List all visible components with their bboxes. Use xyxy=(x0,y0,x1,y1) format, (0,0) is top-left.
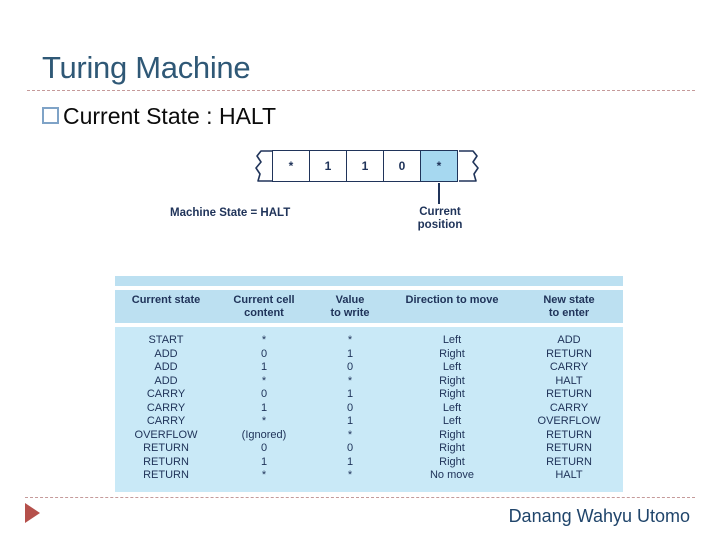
table-cell: * xyxy=(347,428,353,441)
title-divider xyxy=(27,90,695,91)
table-cell: HALT xyxy=(555,374,583,387)
table-cell: * xyxy=(261,334,267,346)
table-cell: Right xyxy=(439,374,465,387)
table-cell: Left xyxy=(442,401,462,414)
table-cell: 1 xyxy=(346,455,354,468)
bullet-item: Current State : HALT xyxy=(42,103,276,129)
table-cell: ADD xyxy=(154,347,178,360)
tape-right-torn-edge-icon xyxy=(459,150,479,182)
table-cell: ADD xyxy=(557,334,581,346)
table-cell: * xyxy=(261,469,267,481)
table-cell: * xyxy=(261,415,267,427)
footer-divider xyxy=(25,497,695,498)
table-cell: 0 xyxy=(260,442,268,454)
table-cell: ADD xyxy=(154,374,178,387)
column-header: New state to enter xyxy=(543,294,595,319)
table-cell: * xyxy=(347,469,353,481)
column-header: Current cell content xyxy=(233,294,295,319)
column-header: Current state xyxy=(131,294,201,306)
tape-cell: * xyxy=(420,151,457,181)
play-triangle-icon xyxy=(25,503,40,523)
table-header-row: Current state Current cell content Value t… xyxy=(115,290,623,323)
bullet-square-icon xyxy=(42,107,59,124)
tape-cell: 1 xyxy=(309,151,346,181)
table-cell: CARRY xyxy=(549,361,589,373)
column-header: Value to write xyxy=(330,294,370,319)
table-cell: Right xyxy=(439,428,465,441)
table-cell: RETURN xyxy=(546,442,592,454)
current-position-label: Current position xyxy=(417,206,463,231)
machine-state-label: Machine State = HALT xyxy=(170,207,291,219)
tape-cell: * xyxy=(288,159,294,173)
table-cell: 0 xyxy=(346,401,354,414)
table-cell: RETURN xyxy=(546,428,592,441)
table-cell: Right xyxy=(439,347,465,360)
table-cell: RETURN xyxy=(143,442,189,454)
table-cell: Right xyxy=(439,455,465,468)
table-cell: * xyxy=(347,334,353,346)
state-transition-table: Current state Current cell content Value t… xyxy=(115,276,623,492)
table-cell: CARRY xyxy=(146,388,186,400)
table-cell: Left xyxy=(442,415,462,427)
table-cell: 0 xyxy=(260,388,268,400)
table-cell: 1 xyxy=(260,455,268,468)
page-title: Turing Machine xyxy=(42,50,251,85)
table-cell: ADD xyxy=(154,361,178,373)
current-position-pointer-line xyxy=(438,183,440,204)
tape-cell: 1 xyxy=(346,151,383,181)
table-cell: RETURN xyxy=(143,455,189,468)
table-cell: CARRY xyxy=(146,401,186,414)
table-cell: (Ignored) xyxy=(241,428,287,441)
table-cell: Left xyxy=(442,334,462,346)
table-cell: No move xyxy=(429,469,475,481)
table-cell: OVERFLOW xyxy=(134,428,198,441)
table-cell: RETURN xyxy=(143,469,189,481)
table-cell: 1 xyxy=(260,361,268,373)
tape-left-torn-edge-icon xyxy=(255,150,273,182)
tape-cell: 0 xyxy=(383,151,420,181)
table-cell: * xyxy=(261,374,267,387)
table-cell: 1 xyxy=(346,347,354,360)
table-cell: RETURN xyxy=(546,455,592,468)
column-header: Direction to move xyxy=(405,294,499,306)
table-top-strip xyxy=(115,276,623,286)
table-cell: CARRY xyxy=(549,401,589,414)
table-cell: 0 xyxy=(346,442,354,454)
table-cell: OVERFLOW xyxy=(537,415,601,427)
table-cell: 0 xyxy=(260,347,268,360)
table-cell: 1 xyxy=(346,388,354,400)
table-cell: 1 xyxy=(260,401,268,414)
table-cell: 1 xyxy=(346,415,354,427)
table-cell: HALT xyxy=(555,469,583,481)
table-cell: RETURN xyxy=(546,347,592,360)
table-cell: 0 xyxy=(346,361,354,373)
table-cell: RETURN xyxy=(546,388,592,400)
table-cell: Right xyxy=(439,442,465,454)
table-cell: Left xyxy=(442,361,462,373)
table-cell: START xyxy=(148,334,184,346)
footer-credit: Danang Wahyu Utomo xyxy=(508,506,690,526)
bullet-text: Current State : HALT xyxy=(63,103,277,129)
table-cell: * xyxy=(347,374,353,387)
table-cell: CARRY xyxy=(146,415,186,427)
table-cell: Right xyxy=(439,388,465,400)
